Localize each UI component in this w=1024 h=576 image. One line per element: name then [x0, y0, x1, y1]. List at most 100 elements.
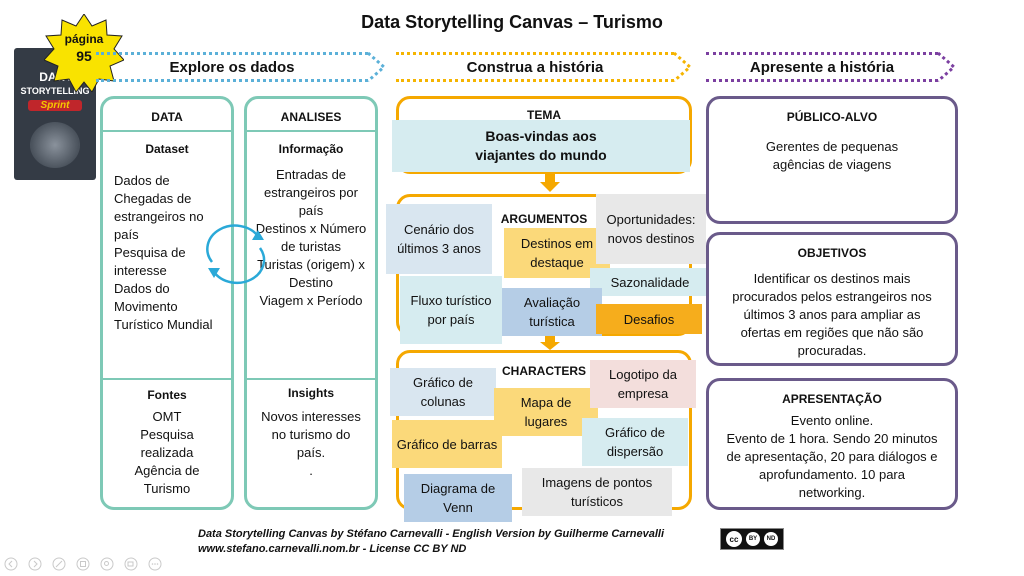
- objetivos-label: OBJETIVOS: [797, 246, 867, 260]
- page-badge-number: 95: [76, 48, 92, 64]
- book-subtitle: Sprint: [28, 100, 82, 111]
- objetivos-line: procuradas.: [797, 343, 867, 358]
- character-card: Gráfico de colunas: [390, 368, 496, 416]
- apresentacao-line: Evento online.: [790, 413, 874, 428]
- footer-credits: Data Storytelling Canvas by Stéfano Carn…: [198, 528, 665, 540]
- cc-license-badge: cc BY ND: [720, 528, 784, 550]
- phase-present-label: Apresente a história: [749, 58, 895, 76]
- objetivos-line: últimos 3 anos para ampliar as: [743, 307, 921, 322]
- objetivos-box: [706, 232, 958, 366]
- objetivos-line: ofertas em regiões que não são: [740, 325, 924, 340]
- dataset-line: interesse: [114, 263, 167, 278]
- informacao-line: estrangeiros por: [264, 185, 358, 200]
- apresentacao-text: Evento online. Evento de 1 hora. Sendo 2…: [706, 412, 958, 502]
- pen-icon[interactable]: [52, 557, 66, 571]
- analises-header: ANALISES: [280, 110, 342, 124]
- next-slide-icon[interactable]: [28, 557, 42, 571]
- argumento-card: Cenário dos últimos 3 anos: [386, 204, 492, 274]
- dataset-line: Dados do: [114, 281, 170, 296]
- insights-text: Novos interesses no turismo do país. .: [244, 408, 378, 480]
- fontes-line: OMT: [152, 409, 182, 424]
- page-badge-label: página: [64, 32, 104, 46]
- fontes-line: Turismo: [143, 481, 191, 496]
- character-card: Logotipo da empresa: [590, 360, 696, 408]
- phase-construct-label: Construa a história: [466, 58, 604, 76]
- informacao-line: Viagem x Período: [259, 293, 363, 308]
- phase-construct-arrow-icon: [674, 52, 692, 82]
- informacao-label: Informação: [278, 142, 344, 156]
- publico-line: agências de viagens: [772, 157, 892, 172]
- tema-label: TEMA: [527, 108, 561, 122]
- character-card: Diagrama de Venn: [404, 474, 512, 522]
- camera-icon[interactable]: [124, 557, 138, 571]
- argumento-card: Fluxo turístico por país: [400, 276, 502, 344]
- fontes-label: Fontes: [147, 388, 187, 402]
- data-column: [100, 96, 234, 510]
- informacao-line: Turistas (origem) x: [257, 257, 365, 272]
- presentation-toolbar: [4, 556, 204, 572]
- apresentacao-label: APRESENTAÇÃO: [782, 392, 882, 406]
- grid-view-icon[interactable]: [76, 557, 90, 571]
- phase-present-arrow-icon: [938, 52, 956, 82]
- apresentacao-line: Evento de 1 hora. Sendo 20 minutos: [726, 431, 938, 446]
- fontes-line: realizada: [140, 445, 194, 460]
- dataset-line: Movimento: [114, 299, 178, 314]
- analises-divider-top: [246, 130, 376, 132]
- by-icon: BY: [746, 532, 760, 546]
- apresentacao-box: [706, 378, 958, 510]
- publico-box: [706, 96, 958, 224]
- analises-divider-mid: [246, 378, 376, 380]
- characters-label: CHARACTERS: [502, 364, 586, 378]
- phase-explore-arrow-icon: [368, 52, 386, 82]
- dataset-line: estrangeiros no: [114, 209, 204, 224]
- informacao-line: de turistas: [281, 239, 341, 254]
- apresentacao-line: de apresentação, 20 para diálogos e: [726, 449, 938, 464]
- fontes-line: Agência de: [134, 463, 200, 478]
- canvas-title: Data Storytelling Canvas – Turismo: [361, 12, 663, 32]
- data-divider-mid: [102, 378, 232, 380]
- argumento-card: Oportunidades: novos destinos: [596, 194, 706, 264]
- more-options-icon[interactable]: [148, 557, 162, 571]
- tema-card: Boas-vindas aos viajantes do mundo: [392, 120, 690, 172]
- data-divider-top: [102, 130, 232, 132]
- insights-line: no turismo do: [271, 427, 351, 442]
- objetivos-text: Identificar os destinos mais procurados …: [706, 270, 958, 360]
- dataset-line: Turístico Mundial: [114, 317, 213, 332]
- publico-label: PÚBLICO-ALVO: [786, 110, 878, 124]
- book-title-line2: STORYTELLING: [20, 86, 90, 96]
- insights-label: Insights: [287, 386, 334, 400]
- data-header: DATA: [151, 110, 183, 124]
- zoom-icon[interactable]: [100, 557, 114, 571]
- argumento-card: Sazonalidade: [590, 268, 710, 296]
- cc-icon: cc: [726, 531, 742, 547]
- insights-line: .: [309, 463, 313, 478]
- fontes-text: OMT Pesquisa realizada Agência de Turism…: [100, 408, 234, 498]
- phase-construct: Construa a história: [396, 52, 674, 82]
- dataset-line: Dados de: [114, 173, 170, 188]
- book-art: [30, 122, 80, 168]
- apresentacao-line: networking.: [798, 485, 866, 500]
- nd-icon: ND: [764, 532, 778, 546]
- tema-text-line: Boas-vindas aos: [485, 128, 597, 144]
- objetivos-line: Identificar os destinos mais: [753, 271, 911, 286]
- publico-line: Gerentes de pequenas: [765, 139, 899, 154]
- arrow-down-icon: [540, 336, 560, 350]
- character-card: Mapa de lugares: [494, 388, 598, 436]
- character-card: Gráfico de dispersão: [582, 418, 688, 466]
- dataset-label: Dataset: [145, 142, 189, 156]
- character-card: Imagens de pontos turísticos: [522, 468, 672, 516]
- previous-slide-icon[interactable]: [4, 557, 18, 571]
- argumentos-label: ARGUMENTOS: [500, 212, 588, 226]
- informacao-line: Destino: [288, 275, 334, 290]
- insights-line: Novos interesses: [261, 409, 361, 424]
- informacao-text: Entradas de estrangeiros por país Destin…: [244, 166, 378, 310]
- character-card: Gráfico de barras: [392, 420, 502, 468]
- tema-text-line: viajantes do mundo: [475, 147, 607, 163]
- insights-line: país.: [296, 445, 326, 460]
- phase-present: Apresente a história: [706, 52, 938, 82]
- dataset-line: Pesquisa de: [114, 245, 186, 260]
- objetivos-line: procurados pelos estrangeiros nos: [732, 289, 932, 304]
- dataset-text: Dados de Chegadas de estrangeiros no paí…: [114, 172, 226, 334]
- footer-website: www.stefano.carnevalli.nom.br - License …: [198, 543, 467, 555]
- dataset-line: país: [114, 227, 139, 242]
